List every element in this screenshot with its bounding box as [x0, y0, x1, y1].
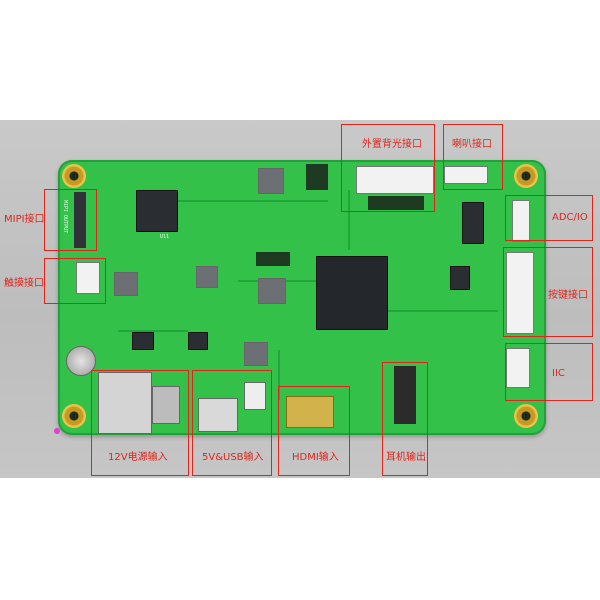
dc-power-jack [98, 372, 152, 434]
earphone-label: 耳机输出 [386, 452, 426, 463]
chip-u3 [132, 332, 154, 350]
usb5v-box [192, 370, 272, 476]
mounting-hole [62, 164, 86, 188]
keys-box [503, 247, 593, 337]
adc-io-connector [512, 200, 530, 242]
chip-u7 [462, 202, 484, 244]
chip-u11 [136, 190, 178, 232]
hdmi-label: HDMI输入 [292, 452, 339, 463]
inductor [244, 342, 268, 366]
mipi-connector [74, 192, 86, 248]
inductor [114, 272, 138, 296]
backlight-box [341, 124, 435, 212]
inductor [196, 266, 218, 288]
speaker-label: 喇叭接口 [452, 139, 492, 150]
iic-connector [506, 348, 530, 388]
keys-label: 按键接口 [548, 290, 588, 301]
iic-label: IIC [552, 368, 565, 379]
hdmi-box [278, 386, 350, 476]
mounting-hole [514, 404, 538, 428]
mipi-label: MIPI接口 [4, 214, 45, 225]
key-connector [506, 252, 534, 334]
touch-connector [76, 262, 100, 294]
touch-box [44, 258, 106, 304]
adc-io-box [505, 195, 593, 241]
switch [152, 386, 180, 424]
usb-c-port [198, 398, 238, 432]
mounting-hole [62, 404, 86, 428]
pin-header [256, 252, 290, 266]
touch-label: 触摸接口 [4, 278, 44, 289]
power12v-box [91, 370, 189, 476]
main-processor-chip [316, 256, 388, 330]
backlight-pads [368, 196, 424, 210]
inductor [258, 278, 286, 304]
backlight-connector [356, 166, 434, 194]
power12v-label: 12V电源输入 [108, 452, 168, 463]
usb-connector [244, 382, 266, 410]
usb5v-label: 5V&USB输入 [202, 452, 264, 463]
speaker-box [443, 124, 503, 190]
mounting-hole [514, 164, 538, 188]
backlight-label: 外置背光接口 [362, 139, 422, 150]
chip-u5 [188, 332, 208, 350]
inductor [258, 168, 284, 194]
pin-header [306, 164, 328, 190]
earphone-jack [394, 366, 416, 424]
hdmi-port [286, 396, 334, 428]
mipi-box [44, 189, 97, 251]
iic-box [505, 343, 593, 401]
marker-dot [54, 428, 60, 434]
speaker-connector [444, 166, 488, 184]
pcb-board: MIPI OUTPUT U11 [58, 160, 546, 435]
earphone-box [382, 362, 428, 476]
adc-io-label: ADC/IO [552, 212, 588, 223]
chip-u8 [450, 266, 470, 290]
